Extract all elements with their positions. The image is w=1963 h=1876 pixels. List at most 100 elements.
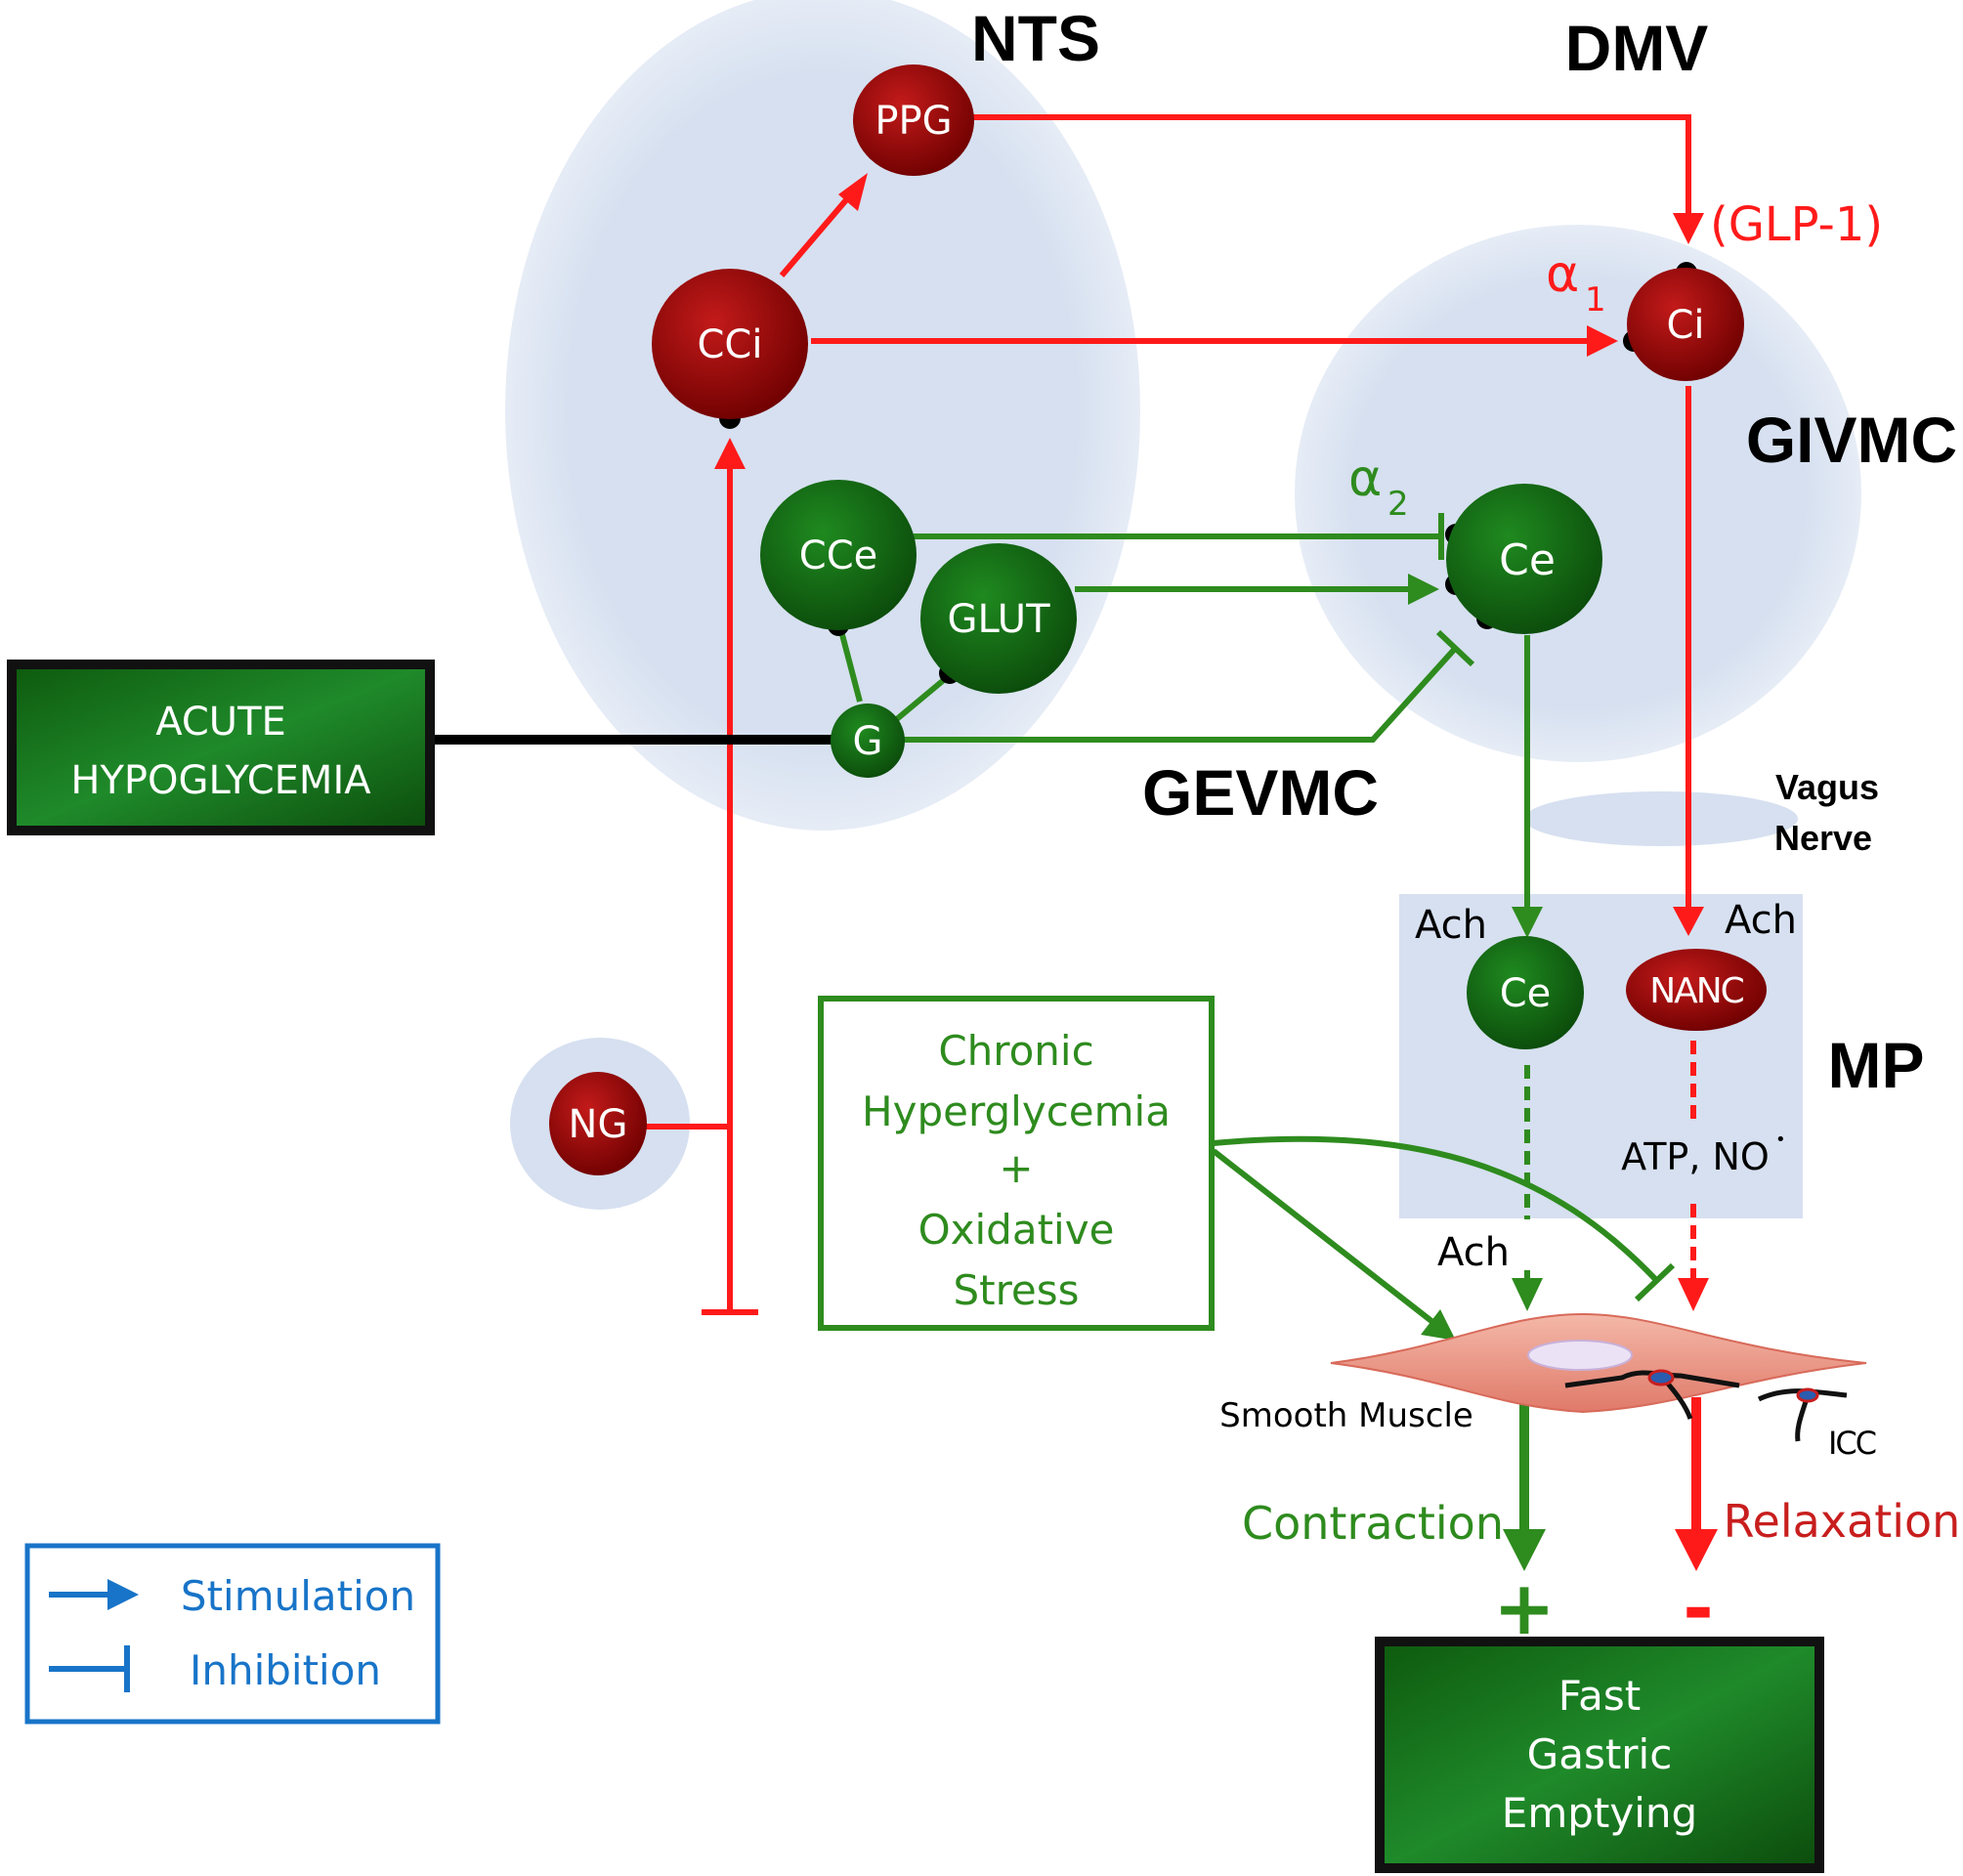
arrowhead [1675, 1529, 1718, 1571]
g-label: G [853, 719, 883, 764]
ach-lower-label: Ach [1437, 1230, 1510, 1275]
chronic-box-line1: Chronic [938, 1027, 1093, 1075]
node-ng: NG [549, 1072, 647, 1175]
legend: Stimulation Inhibition [24, 1543, 441, 1725]
icc-nucleus-1 [1647, 1369, 1675, 1386]
outcome-box-line3: Emptying [1502, 1789, 1697, 1837]
arrowhead [1512, 1278, 1543, 1311]
gevmc-label: GEVMC [1142, 756, 1379, 829]
givmc-label: GIVMC [1746, 404, 1957, 476]
acute-box-frame [7, 660, 435, 835]
arrowhead [1673, 907, 1704, 936]
ce-top-body [1446, 484, 1602, 634]
node-cci: CCi [652, 269, 808, 419]
g-body [831, 704, 905, 778]
alpha1-label: α 1 [1546, 245, 1606, 320]
cci-body [652, 269, 808, 419]
outcome-box-frame [1375, 1637, 1824, 1873]
cci-label: CCi [698, 322, 763, 367]
node-g: G [831, 704, 905, 778]
nanc-body [1626, 949, 1767, 1031]
ng-label: NG [569, 1102, 628, 1147]
legend-stimulation-label: Stimulation [181, 1572, 415, 1620]
legend-stimulation-arrowhead [107, 1579, 139, 1610]
arrowhead [1678, 1278, 1709, 1311]
icc-nucleus-2 [1796, 1387, 1819, 1403]
acute-box-line1: ACUTE [155, 700, 286, 745]
icc-cells [1564, 1369, 1848, 1442]
ci-body [1627, 268, 1744, 381]
alpha2-symbol: α [1348, 449, 1382, 508]
node-nanc: NANC [1626, 949, 1767, 1031]
node-ce-mp: Ce [1467, 936, 1584, 1049]
chronic-box-line5: Stress [953, 1266, 1079, 1314]
ppg-label: PPG [875, 99, 952, 144]
ach-right-label: Ach [1725, 898, 1797, 943]
ce-mp-body [1467, 936, 1584, 1049]
vagus-label-line1: Vagus [1775, 767, 1879, 807]
node-ppg: PPG [853, 64, 974, 176]
fast-gastric-emptying-box: Fast Gastric Emptying [1375, 1637, 1824, 1873]
nanc-label: NANC [1649, 971, 1743, 1011]
excitatory-pathway [837, 513, 1676, 1571]
glut-body [920, 543, 1077, 694]
outcome-box-line2: Gastric [1527, 1730, 1673, 1778]
icc-label: ICC [1828, 1425, 1876, 1462]
no-radical-dot: • [1775, 1130, 1786, 1150]
cci-to-ppg-edge [779, 193, 853, 277]
ppg-to-ci-edge [972, 114, 1691, 215]
smooth-muscle-cell [1330, 1312, 1867, 1414]
chronic-hyperglycemia-box: Chronic Hyperglycemia + Oxidative Stress [818, 996, 1215, 1331]
chronic-to-nanc-edge [1213, 1135, 1659, 1283]
alpha1-subscript: 1 [1585, 280, 1606, 320]
g-to-glut-edge [890, 671, 953, 726]
smooth-muscle-label: Smooth Muscle [1219, 1396, 1473, 1435]
mp-label: MP [1828, 1029, 1925, 1101]
chronic-box-line2: Hyperglycemia [862, 1087, 1171, 1135]
arrowhead [714, 438, 746, 469]
legend-inhibition-label: Inhibition [190, 1646, 381, 1694]
alpha2-subscript: 2 [1387, 485, 1409, 524]
node-cce: CCe [760, 480, 917, 630]
arrowhead [1503, 1529, 1546, 1571]
g-to-cce-edge [837, 626, 863, 703]
vagus-nerve-shape [1524, 791, 1798, 846]
chronic-box-line3: + [999, 1144, 1033, 1192]
chronic-to-muscle-edge [1212, 1148, 1433, 1324]
alpha2-label: α 2 [1348, 449, 1409, 524]
acute-box-line2: HYPOGLYCEMIA [70, 758, 371, 803]
ci-label: Ci [1666, 303, 1704, 348]
arrowhead [1673, 213, 1704, 244]
nts-label: NTS [971, 2, 1100, 74]
alpha1-symbol: α [1546, 245, 1579, 304]
legend-frame [24, 1543, 441, 1725]
chronic-box-frame [818, 996, 1215, 1331]
ppg-body [853, 64, 974, 176]
atp-no-label: ATP, NO • [1621, 1130, 1785, 1178]
glp1-label: (GLP-1) [1710, 197, 1883, 252]
outcome-box-line1: Fast [1558, 1672, 1641, 1720]
arrowhead [1512, 907, 1543, 938]
smooth-muscle-nucleus [1527, 1340, 1633, 1371]
node-ce-top: Ce [1446, 484, 1602, 634]
dmv-label: DMV [1565, 12, 1709, 84]
chronic-box-line4: Oxidative [918, 1206, 1115, 1254]
inhibitory-pathway [645, 114, 1718, 1571]
arrowhead [1587, 325, 1618, 357]
nts-region [505, 0, 1140, 831]
mp-region [1399, 894, 1803, 1218]
g-to-ce-edge [901, 647, 1457, 743]
ng-body [549, 1072, 647, 1175]
cce-body [760, 480, 917, 630]
atp-no-text: ATP, NO [1621, 1135, 1770, 1178]
inhibition-bar [1435, 629, 1475, 667]
glut-label: GLUT [948, 597, 1051, 642]
arrowhead [1408, 574, 1439, 605]
cce-label: CCe [799, 533, 877, 578]
arrowhead [1421, 1309, 1456, 1341]
node-glut: GLUT [920, 543, 1077, 694]
contraction-label: Contraction [1242, 1497, 1504, 1550]
relaxation-label: Relaxation [1724, 1495, 1961, 1548]
ce-mp-label: Ce [1500, 971, 1552, 1016]
